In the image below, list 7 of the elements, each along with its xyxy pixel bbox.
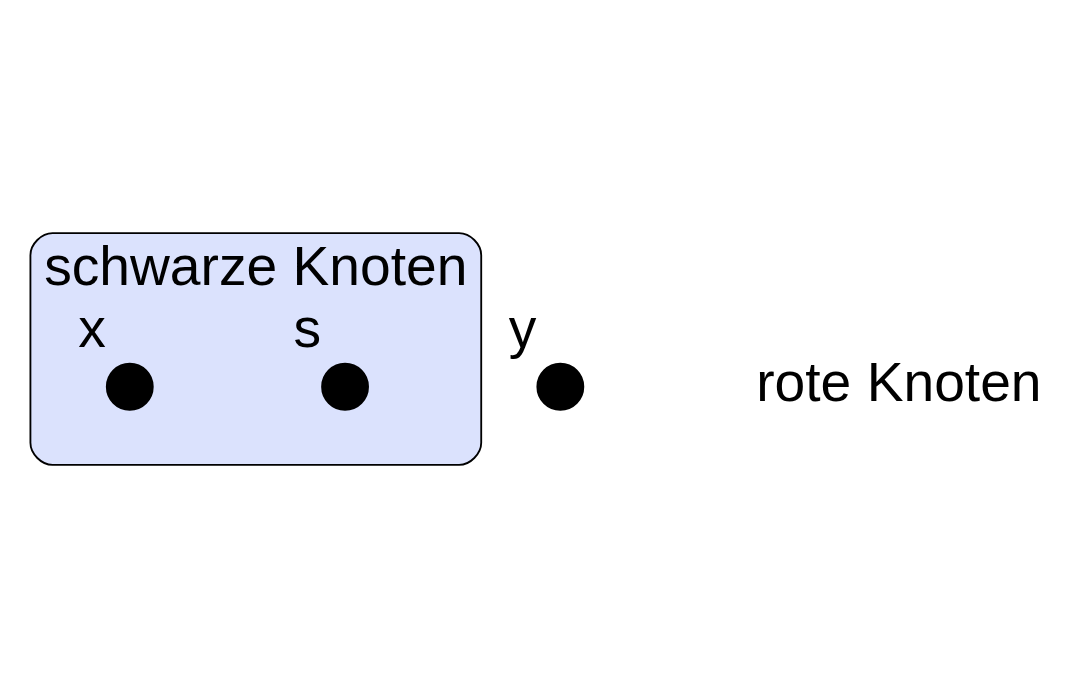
node-label: s — [293, 296, 322, 359]
node-circle — [321, 362, 369, 411]
node-label: x — [78, 296, 106, 359]
node-label: y — [508, 296, 537, 359]
node-circle — [536, 362, 585, 411]
label: rote Knoten — [756, 350, 1042, 413]
node-circle — [105, 362, 154, 411]
